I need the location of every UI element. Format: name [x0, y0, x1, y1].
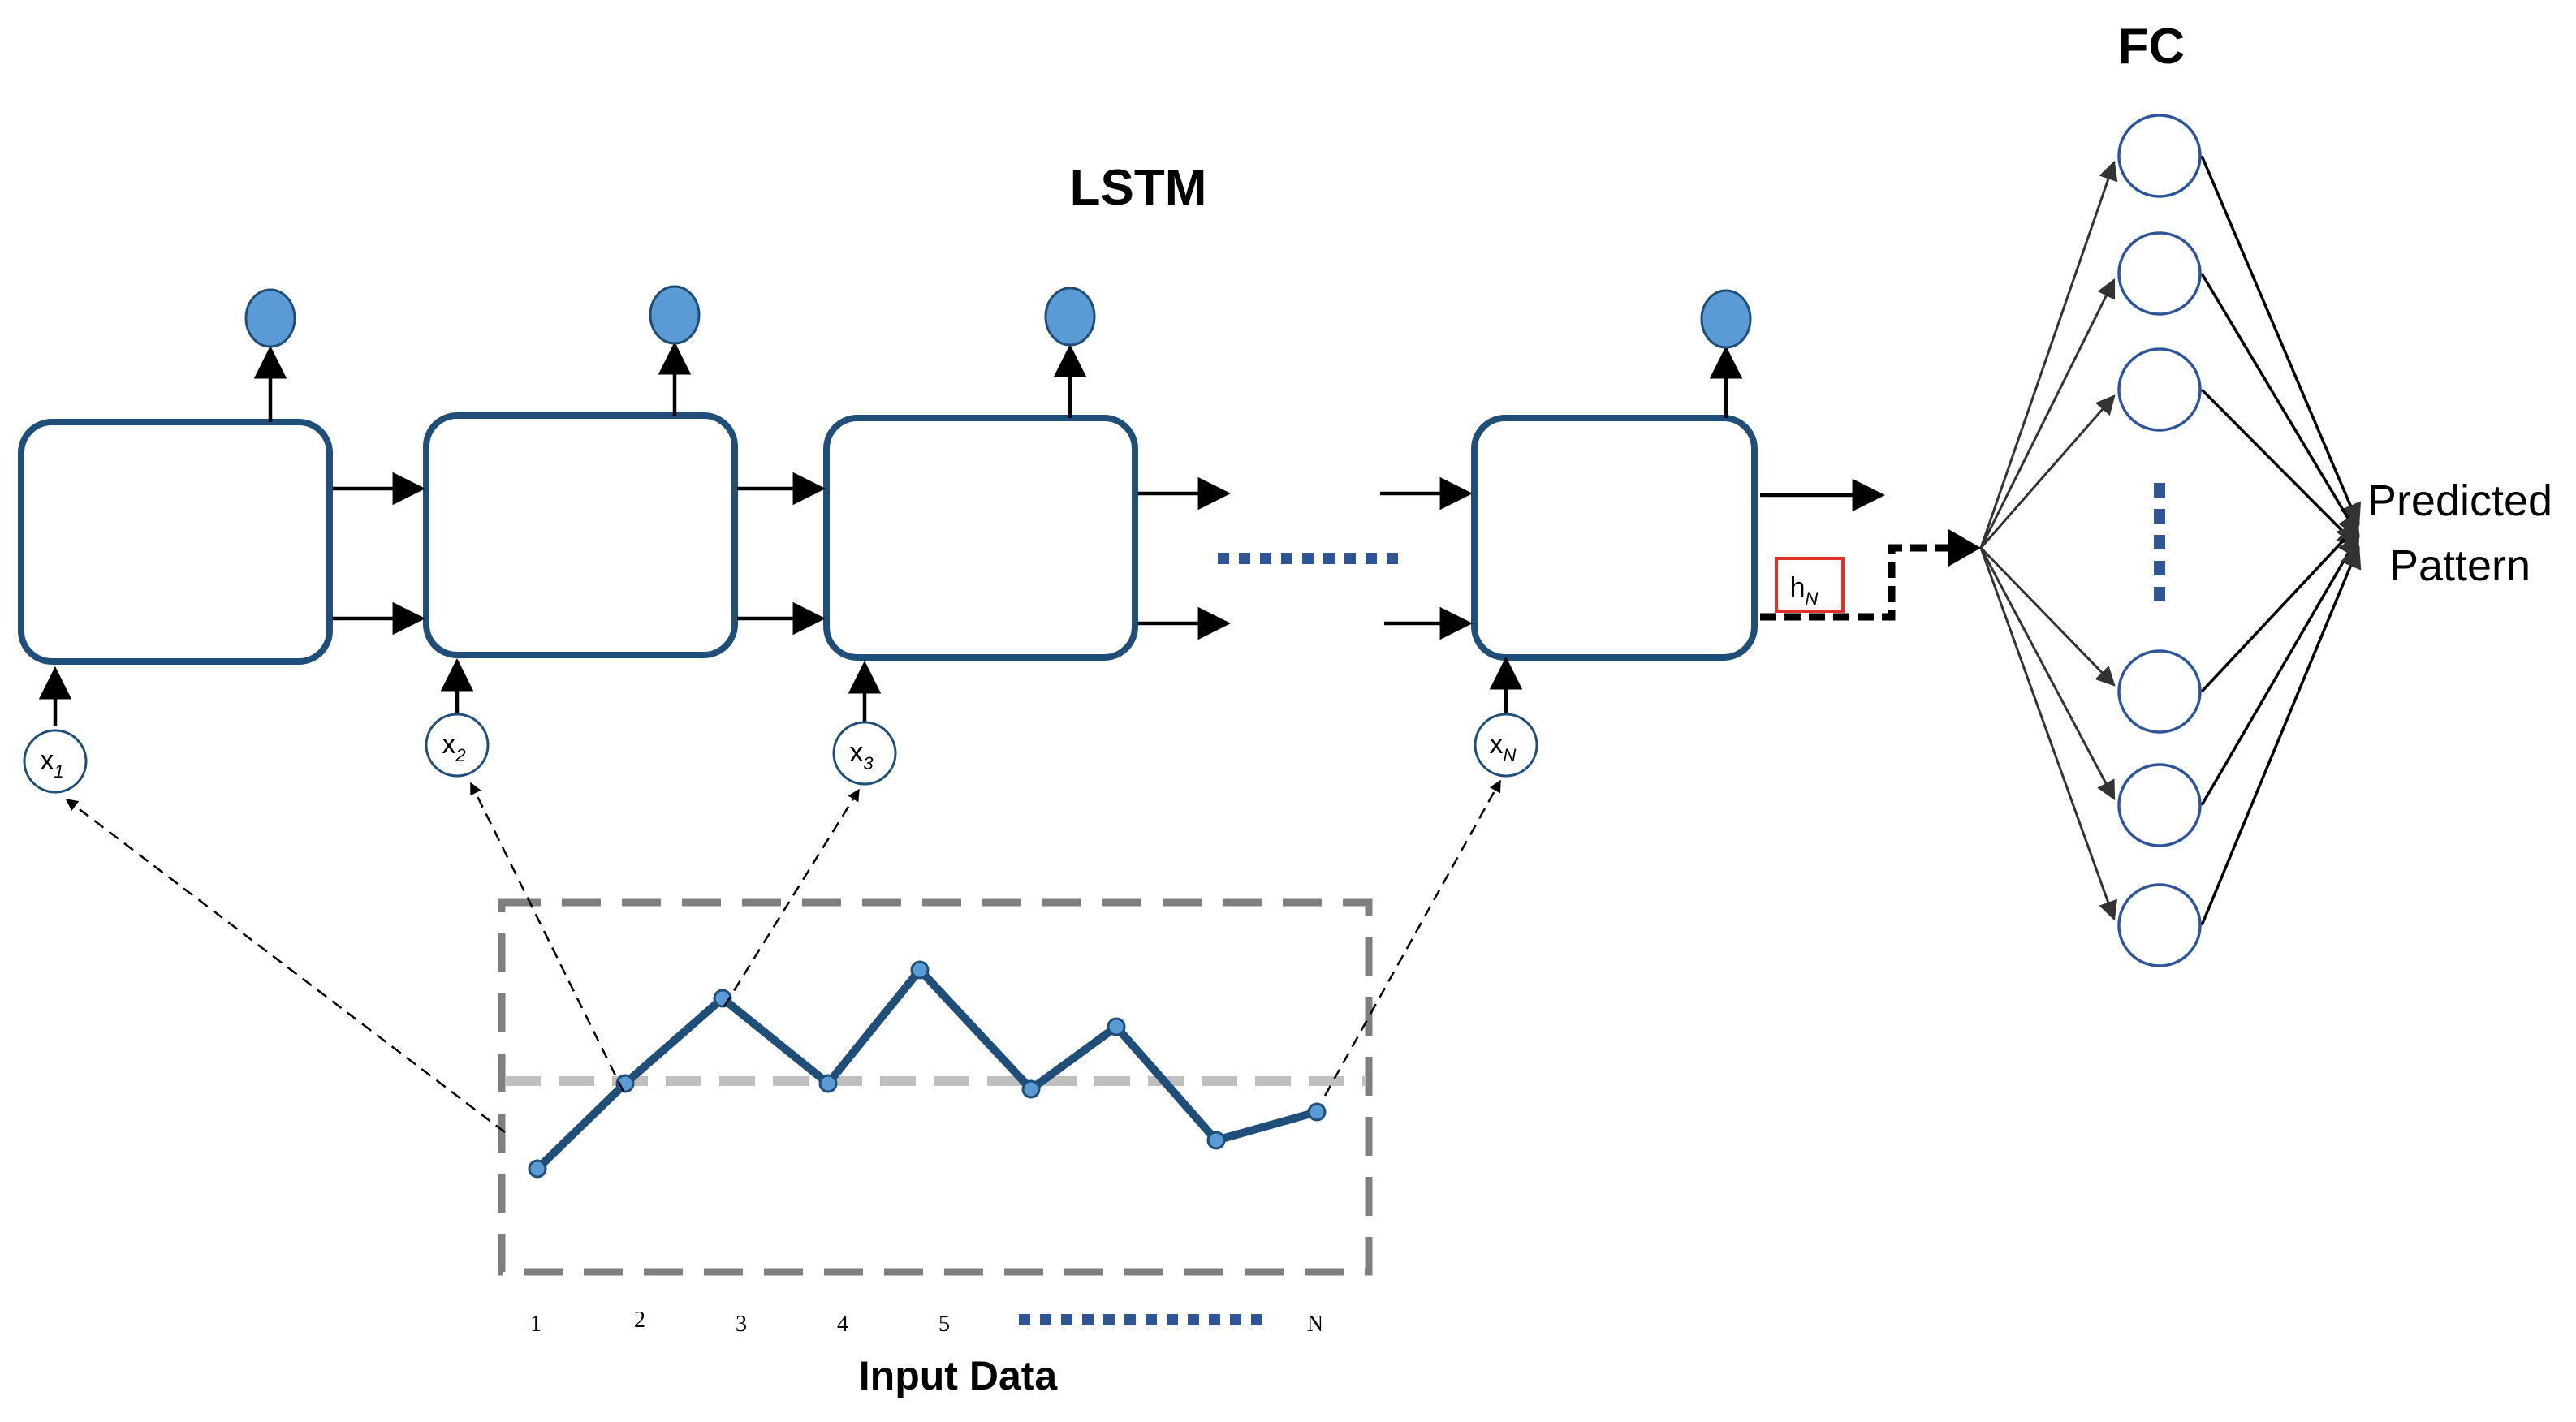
input-series: [528, 960, 1327, 1179]
predicted-label-line2: Pattern: [2389, 541, 2531, 590]
fc-out-edge-1: [2200, 155, 2362, 527]
fc-out-edge-5: [2200, 533, 2360, 806]
series-point-7: [1107, 1017, 1126, 1036]
tick-2: 2: [634, 1308, 645, 1333]
fc-node-4: [2117, 649, 2202, 734]
tick-n: N: [1307, 1312, 1323, 1337]
svg-text:x1: x1: [40, 745, 63, 782]
fc-layer: [1979, 114, 2362, 967]
input-x3-base: x: [849, 737, 863, 768]
fc-in-edge-5: [1979, 547, 2116, 801]
output-node-1: [244, 288, 296, 348]
input-x2-base: x: [442, 729, 455, 760]
mapping-arrows: [65, 779, 1502, 1133]
series-point-5: [910, 960, 930, 980]
fc-in-edge-2: [1979, 278, 2116, 549]
series-point-4: [818, 1074, 838, 1093]
hidden-state-arrowhead: [1948, 529, 1981, 567]
predicted-label-line1: Predicted: [2367, 476, 2552, 525]
time-axis: 1 2 3 4 5 N: [530, 1308, 1323, 1337]
map-to-x1: [65, 799, 506, 1133]
hidden-state-base: h: [1790, 572, 1806, 603]
fc-node-6: [2117, 883, 2202, 967]
svg-text:hN: hN: [1790, 572, 1819, 609]
map-to-x2: [469, 782, 625, 1092]
input-data-window: [498, 898, 1373, 1276]
fc-in-edge-1: [1979, 160, 2118, 549]
lstm-cell-2: [423, 412, 738, 658]
series-point-1: [528, 1159, 547, 1179]
map-to-xn: [1323, 779, 1502, 1097]
input-nodes: x1 x2 x3 xN: [23, 656, 1538, 794]
tick-1: 1: [530, 1312, 542, 1337]
svg-text:xN: xN: [1490, 729, 1517, 765]
svg-text:x3: x3: [849, 737, 874, 773]
lstm-cell-n: [1471, 415, 1758, 661]
input-xn-base: x: [1490, 729, 1504, 760]
fc-node-2: [2117, 231, 2202, 316]
lstm-title: LSTM: [1070, 160, 1207, 216]
fc-node-3: [2117, 347, 2202, 432]
fc-in-edge-4: [1979, 546, 2116, 687]
input-node-x2: [425, 713, 490, 778]
input-xn-sub: N: [1504, 745, 1517, 765]
hidden-state-path: hN: [1760, 529, 1981, 621]
lstm-cell-1: [18, 419, 333, 665]
hidden-state-box: [1775, 557, 1845, 613]
fc-title: FC: [2118, 19, 2186, 75]
fc-out-edge-2: [2200, 273, 2360, 538]
series-point-8: [1206, 1131, 1226, 1150]
state-arrows: [333, 472, 1886, 640]
hidden-state-sub: N: [1806, 588, 1819, 609]
fc-out-edge-4: [2200, 522, 2360, 693]
tick-3: 3: [736, 1312, 747, 1337]
input-x2-sub: 2: [455, 745, 465, 765]
tick-4: 4: [837, 1312, 848, 1337]
output-node-2: [649, 285, 701, 345]
fc-node-1: [2117, 114, 2202, 198]
fc-out-edge-6: [2200, 545, 2362, 926]
fc-node-5: [2117, 763, 2202, 847]
output-node-3: [1044, 287, 1096, 347]
lstm-outputs: [244, 285, 1752, 422]
output-node-n: [1700, 289, 1752, 349]
input-window-frame: [498, 898, 1373, 1276]
input-x1-sub: 1: [54, 761, 63, 782]
lstm-cell-3: [823, 415, 1138, 661]
input-x1-base: x: [40, 745, 54, 776]
lstm-cells: [18, 412, 1758, 665]
input-node-xn: [1474, 713, 1538, 778]
fc-in-edge-3: [1979, 394, 2116, 549]
input-node-x1: [23, 729, 88, 794]
input-x3-sub: 3: [863, 753, 874, 773]
map-to-x3: [723, 788, 861, 1007]
series-line: [534, 966, 1318, 1172]
series-point-6: [1021, 1079, 1041, 1099]
series-point-9: [1307, 1102, 1327, 1122]
tick-5: 5: [938, 1312, 950, 1337]
svg-text:x2: x2: [442, 729, 465, 765]
input-node-x3: [832, 721, 897, 786]
fc-out-edge-3: [2200, 388, 2360, 549]
input-data-label: Input Data: [859, 1353, 1059, 1398]
fc-in-edge-6: [1979, 547, 2117, 921]
